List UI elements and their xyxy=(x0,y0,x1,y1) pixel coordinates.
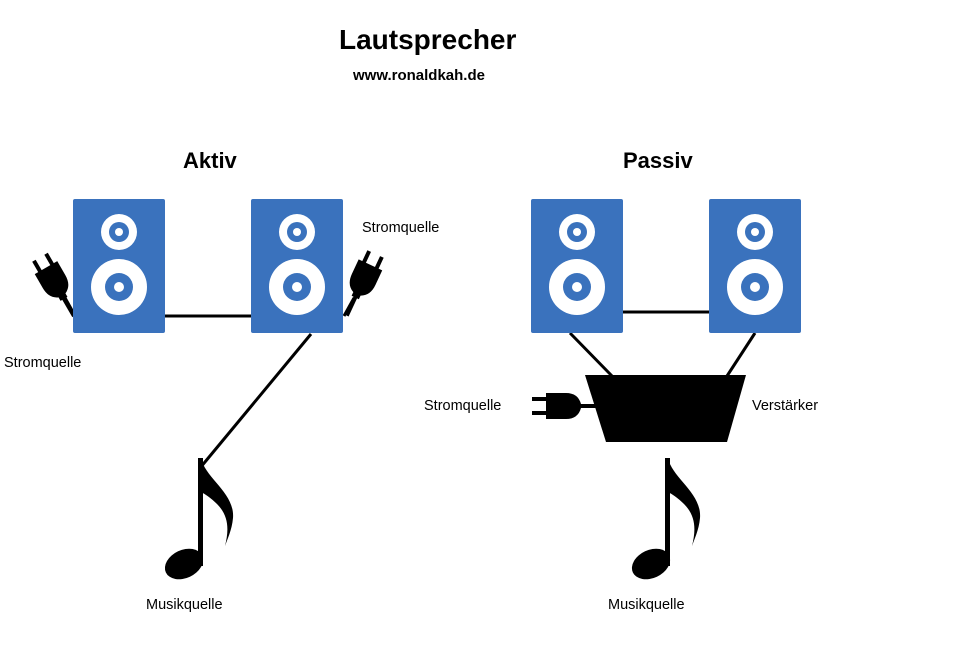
active-heading: Aktiv xyxy=(183,148,237,173)
page-title: Lautsprecher xyxy=(339,24,517,55)
active-power-label-right: Stromquelle xyxy=(362,220,440,236)
active-left-speaker-icon xyxy=(73,199,165,333)
amplifier-label: Verstärker xyxy=(752,398,819,414)
website-url: www.ronaldkah.de xyxy=(353,67,485,84)
active-right-plug-cable xyxy=(342,297,356,317)
amplifier-icon xyxy=(585,375,746,442)
active-music-line xyxy=(198,333,313,469)
active-music-note-icon xyxy=(159,458,234,586)
passive-power-plug-icon xyxy=(532,393,602,419)
active-right-speaker-icon xyxy=(251,199,343,333)
passive-left-amp-line xyxy=(568,331,614,378)
passive-music-note-icon xyxy=(626,458,701,586)
passive-left-speaker-icon xyxy=(531,199,623,333)
passive-power-label: Stromquelle xyxy=(424,398,502,414)
passive-music-label: Musikquelle xyxy=(608,597,685,613)
active-music-label: Musikquelle xyxy=(146,597,223,613)
passive-right-amp-line xyxy=(725,332,757,377)
passive-heading: Passiv xyxy=(623,148,693,173)
active-power-label-left: Stromquelle xyxy=(4,355,82,371)
passive-right-speaker-icon xyxy=(709,199,801,333)
active-left-plug-cable xyxy=(62,295,76,315)
